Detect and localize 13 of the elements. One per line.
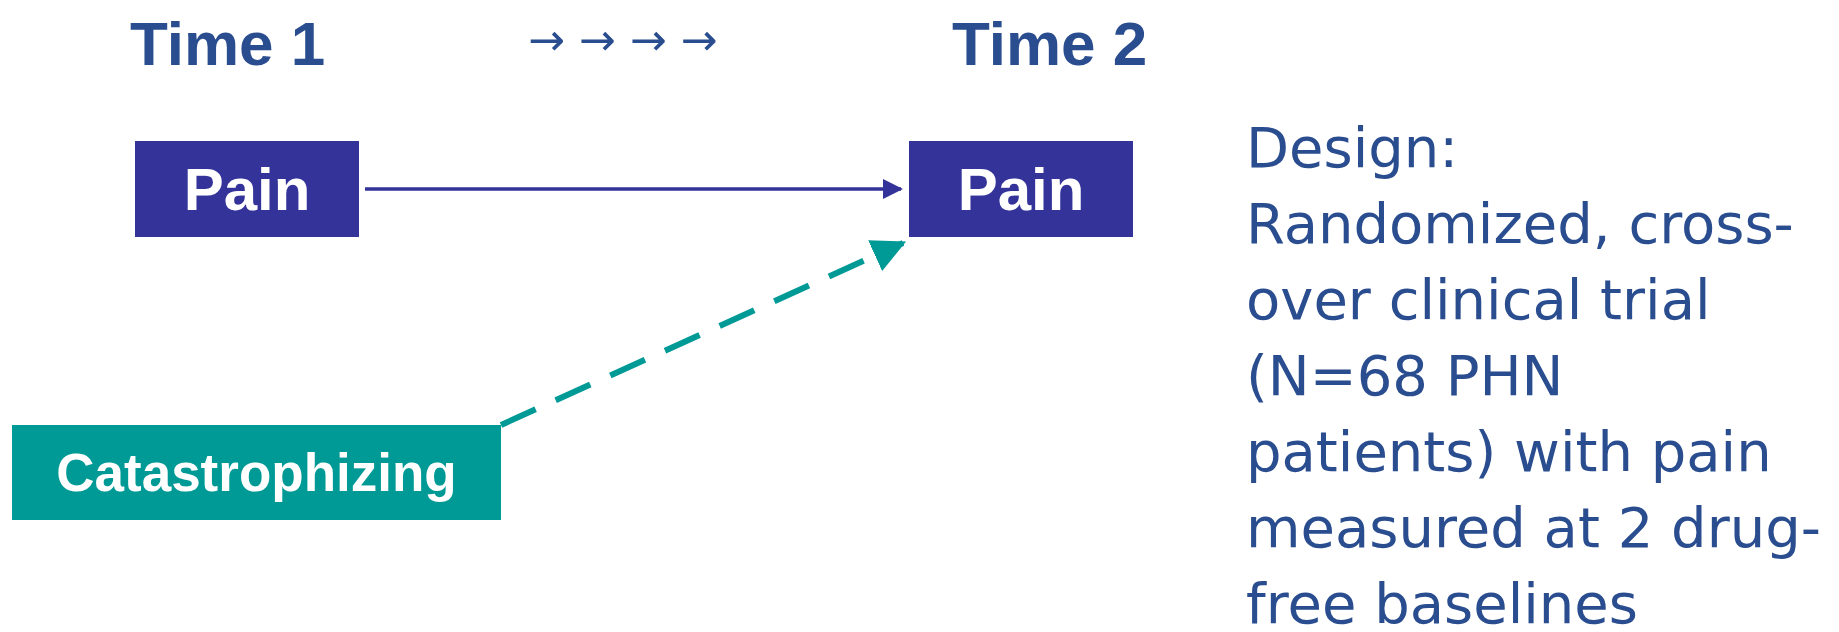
process-box: [135, 141, 359, 237]
box-label: Catastrophizing: [56, 442, 457, 503]
box-label: Pain: [183, 154, 311, 224]
time-label: Time 1: [130, 8, 327, 79]
direction-arrows: → → → →: [528, 14, 719, 65]
time-label: Time 2: [952, 8, 1149, 79]
process-box: [909, 141, 1133, 237]
process-box: [12, 425, 501, 520]
box-label: Pain: [957, 154, 1085, 224]
arrow: [499, 240, 907, 428]
arrow: [365, 179, 903, 199]
design-description: Randomized, cross-over clinical trial (N=68 PHN patients) with pain measured at 2 drug-free baselines: [1246, 190, 1822, 632]
heading: Design:: [1246, 114, 1460, 182]
